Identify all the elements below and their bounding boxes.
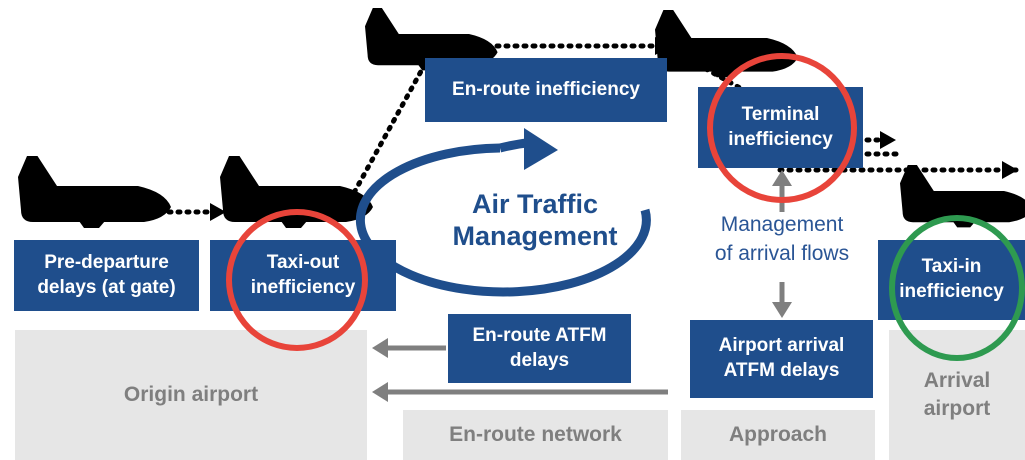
box-airport-arrival-line1: Airport arrival (718, 335, 845, 357)
box-taxi-out-inefficiency: Taxi-out inefficiency (210, 240, 396, 311)
box-en-route-inefficiency-label: En-route inefficiency (452, 78, 640, 100)
box-pre-departure-delays: Pre-departure delays (at gate) (14, 240, 199, 311)
management-line1: Management (720, 213, 844, 236)
zone-approach: Approach (681, 410, 875, 460)
box-en-route-atfm-line1: En-route ATFM (472, 324, 607, 346)
box-taxi-in-inefficiency: Taxi-in inefficiency (878, 240, 1025, 320)
management-line2: of arrival flows (714, 242, 850, 266)
zone-origin-airport-label: Origin airport (123, 382, 259, 406)
box-terminal-line2: inefficiency (728, 128, 833, 150)
zone-en-route-network-label: En-route network (449, 422, 622, 446)
box-en-route-atfm-delays: En-route ATFM delays (448, 314, 631, 383)
box-airport-arrival-atfm-delays: Airport arrival ATFM delays (690, 320, 873, 398)
box-taxi-in-line2: inefficiency (899, 281, 1004, 302)
airplane-icon (18, 156, 171, 228)
zone-approach-label: Approach (728, 422, 827, 446)
zone-arrival-airport-line1: Arrival (923, 368, 991, 392)
box-terminal-inefficiency: Terminal inefficiency (698, 87, 863, 168)
management-of-arrival-flows-label: Management of arrival flows (682, 210, 882, 269)
box-en-route-inefficiency: En-route inefficiency (425, 58, 667, 122)
airplane-icon (655, 10, 798, 78)
box-pre-departure-line2: delays (at gate) (37, 276, 176, 298)
box-en-route-atfm-line2: delays (509, 349, 570, 371)
box-taxi-out-line2: inefficiency (250, 276, 356, 298)
circular-arrow-icon (355, 128, 651, 297)
box-airport-arrival-line2: ATFM delays (723, 360, 840, 381)
atm-line2: Management (452, 221, 618, 252)
atm-line1: Air Traffic (471, 189, 599, 219)
zone-arrival-airport-line2: airport (923, 397, 991, 420)
box-taxi-in-line1: Taxi-in (921, 256, 982, 278)
box-terminal-line1: Terminal (741, 103, 820, 125)
zone-en-route-network: En-route network (403, 410, 668, 460)
airplane-icon (220, 156, 373, 228)
zone-arrival-airport-label: Arrival airport (924, 367, 991, 424)
box-taxi-out-line1: Taxi-out (266, 251, 340, 273)
zone-origin-airport: Origin airport (15, 330, 367, 460)
box-pre-departure-line1: Pre-departure (44, 251, 169, 273)
air-traffic-management-label: Air Traffic Management (410, 188, 660, 253)
